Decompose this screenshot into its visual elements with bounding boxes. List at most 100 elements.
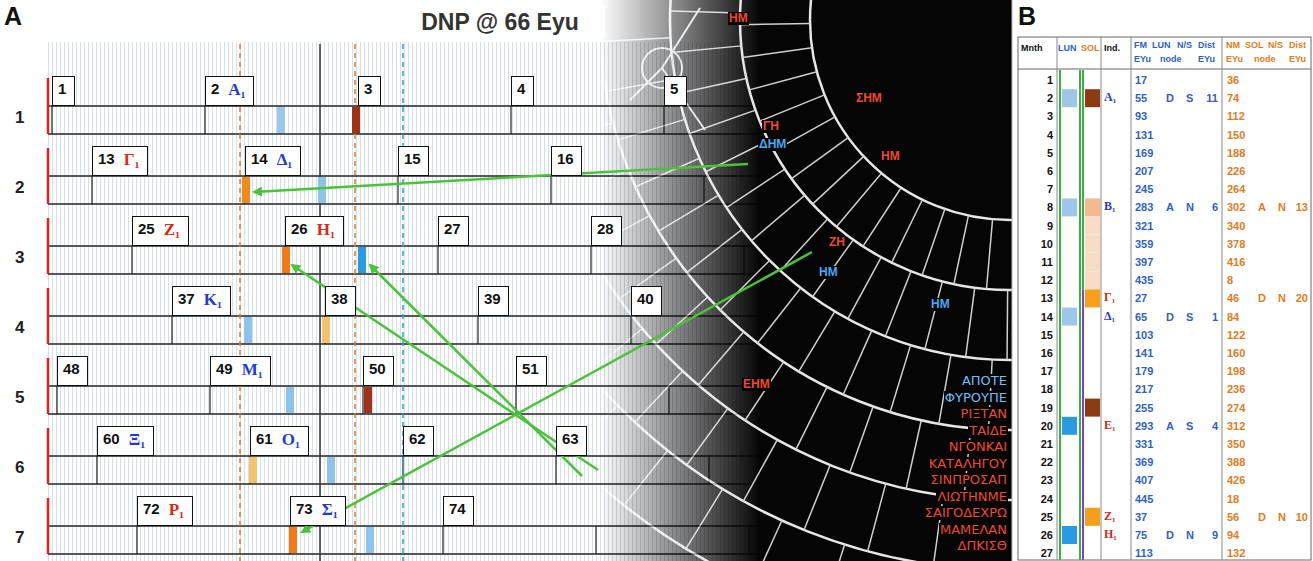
table-cell: 388 [1227,456,1245,468]
lunar-cell [1062,198,1077,216]
dial-cell-line [890,345,910,412]
month-number: 1 [1047,74,1053,86]
row-start-mark [47,498,50,554]
solar-cell [1085,217,1100,235]
table-cell: 226 [1227,165,1245,177]
table-cell: 8 [1227,274,1233,286]
dial-cell-line [885,271,911,336]
table-cell: 11 [1206,92,1218,104]
dial-glyph: ΣΗΜ [855,92,883,105]
month-box: 50 [363,356,394,386]
eclipse-glyph: Κ₁ [204,291,222,308]
month-number: 15 [404,151,421,168]
table-cell: 312 [1227,420,1245,432]
dial-cell-line [850,406,873,472]
table-cell: D [1258,292,1266,304]
table-header: Mnth [1021,44,1043,54]
month-number: 27 [1041,547,1053,559]
inscription-line: ΝΓΟΝΚΑΙ [948,440,1008,454]
table-cell: 302 [1227,201,1245,213]
pointer-line [662,68,705,130]
eclipse-glyph: Ζ₁ [1104,510,1116,523]
eclipse-glyph: Η₁ [317,221,335,238]
month-number: 12 [1041,274,1053,286]
dial-cell-line [813,156,864,204]
dial-cell-line [399,111,468,123]
inscription-line: ΣΑΙΓΟΔΕΧΡΩ [924,506,1008,520]
table-cell: 369 [1135,456,1153,468]
table-cell: 112 [1227,110,1245,122]
table-cell: 160 [1227,347,1245,359]
panel-letter: B [1018,3,1036,31]
month-tick [51,106,52,134]
table-cell: 131 [1135,129,1153,141]
panel-divider [1012,0,1013,561]
table-cell: 283 [1135,201,1153,213]
dial-glyph: ΔΗΜ [758,138,787,151]
month-number: 13 [1041,292,1053,304]
dial-cell-line [1006,290,1008,360]
month-box: 61Ο₁ [250,426,309,456]
month-tick [171,316,172,344]
eclipse-bar [286,387,294,413]
table-header: NM [1226,41,1240,51]
table-cell: D [1166,311,1174,323]
table-cell: S [1186,420,1193,432]
table-header: node [1160,55,1182,65]
month-box: 16 [551,146,582,176]
month-number: 10 [1041,238,1053,250]
table-header: EYu [1134,55,1151,65]
table-cell: 56 [1227,511,1239,523]
month-number: 2 [211,81,219,98]
lunar-cell [1062,526,1077,544]
dial-cell-line [490,176,556,199]
saros-line [1082,289,1084,560]
dial-cell-line [624,450,668,505]
eclipse-bar [364,387,372,413]
eclipse-bar [322,317,330,343]
month-number: 20 [1041,420,1053,432]
dial-cell-line [726,169,784,208]
lunar-cell [1062,308,1077,326]
month-number: 17 [1041,365,1053,377]
month-tick [204,106,205,134]
table-header: Dist [1198,41,1215,51]
dial-cell-line [760,95,825,121]
table-cell: 236 [1227,383,1245,395]
eclipse-glyph: Ζ₁ [164,221,180,238]
table-cell: 46 [1227,292,1239,304]
table-header: LUN [1058,44,1077,54]
eclipse-bar [327,457,335,483]
month-box: 14Δ₁ [245,146,301,176]
month-box: 4 [511,76,534,106]
month-number: 60 [103,431,120,448]
month-number: 28 [597,221,614,238]
month-tick [397,176,398,204]
eclipse-glyph: Δ₁ [277,151,293,168]
dial-cell-line [868,484,886,552]
month-number: 72 [143,501,160,518]
table-cell: 55 [1135,92,1147,104]
table-cell: 10 [1296,511,1308,523]
month-number: 3 [364,81,372,98]
month-number: 19 [1041,402,1053,414]
row-start-mark [47,148,50,204]
eclipse-bar [244,317,252,343]
eclipse-bar [249,457,257,483]
dial-cell-line [516,230,579,261]
month-tick [56,386,57,414]
table-cell: 27 [1135,292,1147,304]
table-cell: 74 [1227,92,1239,104]
table-cell: 378 [1227,238,1245,250]
month-number: 74 [449,501,466,518]
table-cell: 169 [1135,147,1153,159]
saros-line [1082,70,1084,289]
eclipse-glyph: Ε₁ [1104,419,1116,432]
eclipse-glyph: Β₁ [1104,200,1116,213]
month-number: 51 [522,361,539,378]
month-number: 21 [1041,438,1053,450]
month-number: 4 [1047,129,1053,141]
row-start-mark [47,78,50,134]
month-box: 60Ξ₁ [97,426,154,456]
